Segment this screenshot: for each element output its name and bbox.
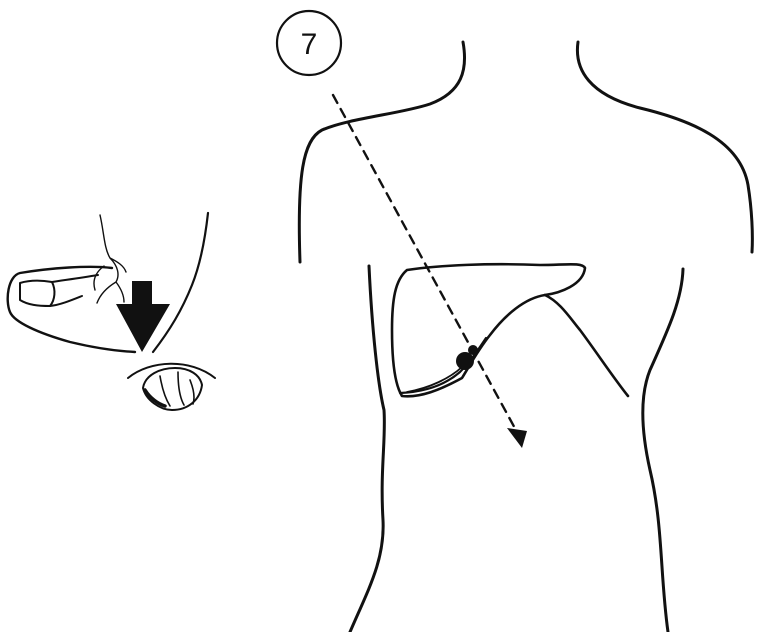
gallbladder-inset-veins: [160, 372, 194, 406]
gallbladder-inset-rim: [128, 364, 215, 378]
hand-thumb-nail: [20, 281, 54, 306]
torso-neck-right: [577, 42, 752, 252]
liver-organ: [392, 264, 628, 396]
torso-side-right: [643, 269, 683, 632]
probe-direction-arrow: [333, 95, 527, 448]
costal-margin-line: [545, 295, 628, 396]
liver-inner-edge: [407, 367, 462, 392]
torso-outline: [299, 42, 752, 632]
hand-nerve-lines: [94, 215, 126, 303]
step-marker: 7: [277, 11, 341, 75]
torso-side-left: [350, 266, 384, 632]
gallbladder-inset: [128, 364, 215, 410]
liver-outline: [392, 264, 585, 396]
hand-fingers: [50, 275, 98, 306]
step-marker-label: 7: [301, 28, 318, 61]
probe-arrowhead: [507, 428, 527, 448]
forearm-line: [153, 213, 208, 352]
inset-hand-illustration: [8, 213, 215, 410]
torso-neck-left: [299, 42, 464, 262]
